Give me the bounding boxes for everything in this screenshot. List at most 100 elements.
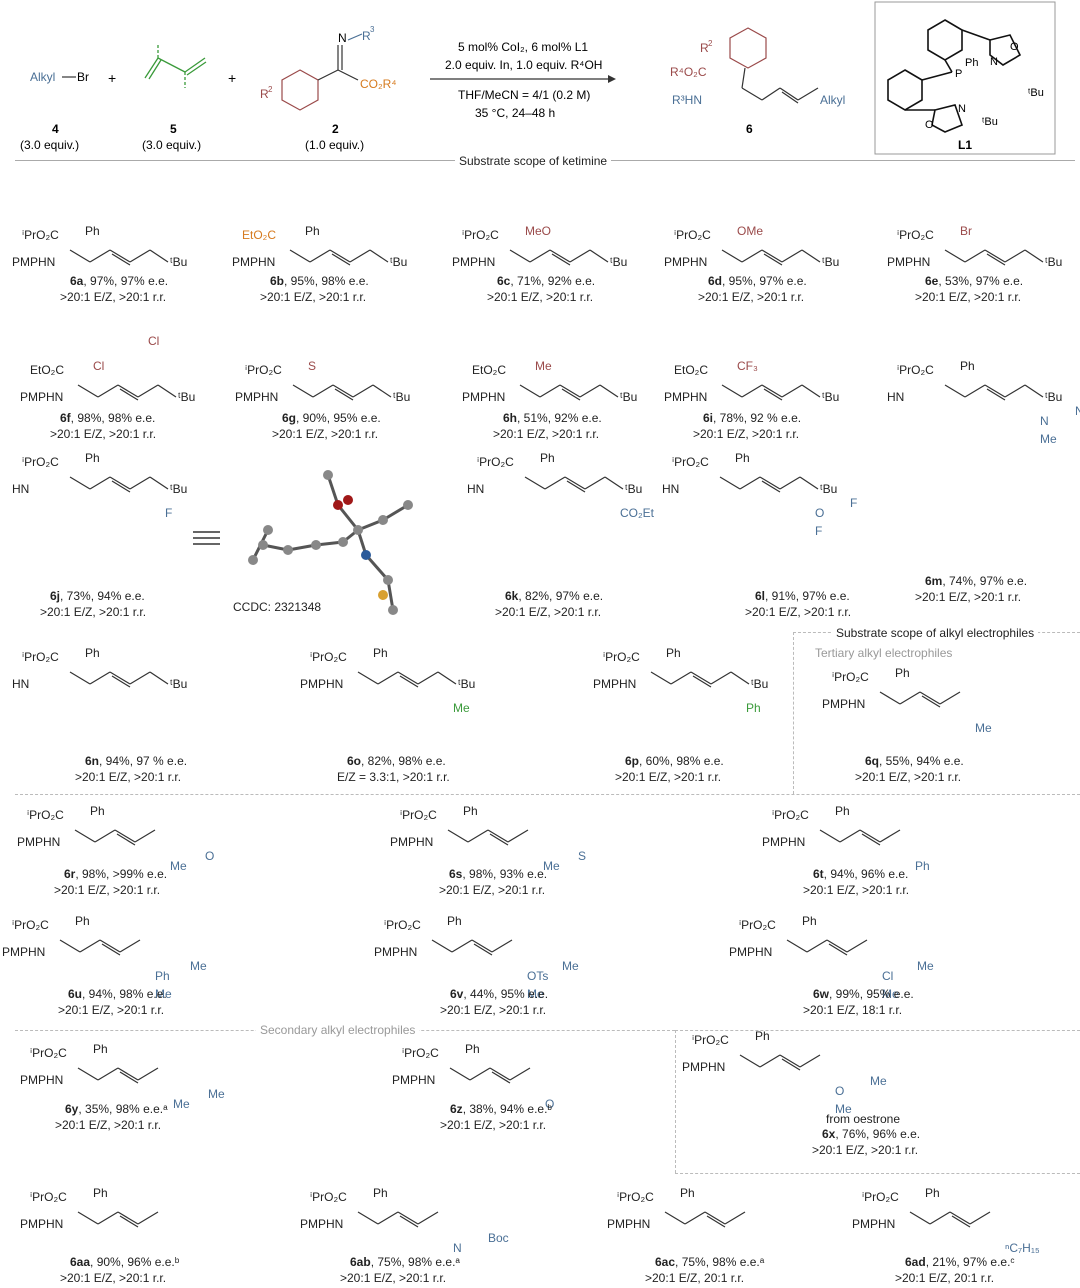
6ac-amine-label: PMPHN <box>607 1217 650 1231</box>
6v-bond <box>431 939 453 953</box>
6i-bond <box>721 384 743 398</box>
6aa-bond <box>119 1215 139 1228</box>
6n-amine-label: HN <box>12 677 29 691</box>
6k-amine-label: HN <box>467 482 484 496</box>
6i-bond <box>801 384 821 398</box>
6h-yield-ee: , 51%, 92% e.e. <box>517 411 602 425</box>
6s-bond <box>447 829 469 843</box>
6f-aryl-label: Cl <box>93 359 104 373</box>
6r-sub2-label: O <box>205 849 214 863</box>
electrophile-region-left-border <box>793 632 794 794</box>
6n-bond <box>109 671 131 685</box>
6j-bond <box>89 476 111 490</box>
6l-bond <box>739 476 761 490</box>
6a-caption-line1: 6a, 97%, 97% e.e. <box>70 274 168 288</box>
6q-sub-label: Me <box>975 721 992 735</box>
6ac-bond <box>704 1211 726 1225</box>
6u-aryl-label: Ph <box>75 914 90 928</box>
6g-compound-id: 6g <box>282 411 296 425</box>
6i-bond <box>741 384 763 398</box>
6o-bond <box>357 671 379 685</box>
6o-bond <box>399 675 419 688</box>
6z-yield-ee: , 38%, 94% e.e.ᵇ <box>463 1102 553 1116</box>
6k-bond <box>564 476 586 490</box>
6w-sub3-label: Me <box>882 987 899 1001</box>
6g-bond <box>352 384 374 398</box>
6h-caption-line2: >20:1 E/Z, >20:1 r.r. <box>493 427 599 441</box>
6i-caption-line1: 6i, 78%, 92 % e.e. <box>703 411 801 425</box>
6j-tail-label: ᵗBu <box>170 482 187 496</box>
6g-caption-line2: >20:1 E/Z, >20:1 r.r. <box>272 427 378 441</box>
ligand-n2-label: N <box>958 103 966 115</box>
6h-caption-line1: 6h, 51%, 92% e.e. <box>503 411 602 425</box>
ketimine-n-label: N <box>338 31 347 45</box>
6k-sub-label: CO₂Et <box>620 506 655 520</box>
6n-ester-label: ⁱPrO₂C <box>22 650 59 664</box>
6l-sub2-label: F <box>850 496 857 510</box>
6f-bond <box>97 384 119 398</box>
6c-tail-label: ᵗBu <box>610 255 627 269</box>
6h-compound-id: 6h <box>503 411 517 425</box>
6ab-aryl-label: Ph <box>373 1186 388 1200</box>
6v-bond <box>491 939 513 953</box>
6b-compound-id: 6b <box>270 274 284 288</box>
6ac-bond <box>706 1215 726 1228</box>
6m-bond <box>1004 384 1026 398</box>
6m-bond <box>986 388 1006 401</box>
6o-bond <box>377 671 399 685</box>
reagent-5-number: 5 <box>170 122 177 136</box>
6a-yield-ee: , 97%, 97% e.e. <box>83 274 168 288</box>
6d-bond <box>781 249 803 263</box>
6s-compound-id: 6s <box>449 867 463 881</box>
6i-ester-label: EtO₂C <box>674 363 708 377</box>
6l-bond <box>779 476 801 490</box>
6t-bond <box>839 829 861 843</box>
6ac-yield-ee: , 75%, 98% e.e.ᵃ <box>675 1255 765 1269</box>
ketimine-r3-sup: 3 <box>370 25 375 34</box>
6k-tail-label: ᵗBu <box>625 482 642 496</box>
6y-caption-line1: 6y, 35%, 98% e.e.ᵃ <box>65 1102 168 1116</box>
6l-caption-line1: 6l, 91%, 97% e.e. <box>755 589 850 603</box>
6aa-bond <box>117 1211 139 1225</box>
6u-bond <box>99 939 121 953</box>
6t-bond <box>879 829 901 843</box>
6i-bond <box>763 388 783 401</box>
6v-bond <box>473 943 493 956</box>
6m-tail-label: ᵗBu <box>1045 390 1062 404</box>
6o-caption-line1: 6o, 82%, 98% e.e. <box>347 754 446 768</box>
ligand-box <box>874 1 1056 155</box>
6x-yield-ee: , 76%, 96% e.e. <box>835 1127 920 1141</box>
6r-sub-label: Me <box>170 859 187 873</box>
6l-bond <box>799 476 819 490</box>
6w-bond <box>786 939 808 953</box>
6k-bond <box>584 476 606 490</box>
6m-bond <box>984 384 1006 398</box>
6u-sub3-label: Me <box>155 987 172 1001</box>
product-r2-label: R <box>700 41 709 55</box>
6j-ester-label: ⁱPrO₂C <box>22 455 59 469</box>
diene-structure <box>144 45 207 88</box>
6u-bond <box>79 939 101 953</box>
6a-ester-label: ⁱPrO₂C <box>22 228 59 242</box>
6d-bond <box>763 253 783 266</box>
6j-bond <box>111 480 131 493</box>
6p-bond <box>670 671 692 685</box>
6k-ester-label: ⁱPrO₂C <box>477 455 514 469</box>
6ab-ester-label: ⁱPrO₂C <box>310 1190 347 1204</box>
reagent-4-number: 4 <box>52 122 59 136</box>
6h-bond <box>559 384 581 398</box>
6g-bond <box>292 384 314 398</box>
6j-yield-ee: , 73%, 94% e.e. <box>60 589 145 603</box>
6w-sub-label: Cl <box>882 969 893 983</box>
6aa-caption-line1: 6aa, 90%, 96% e.e.ᵇ <box>70 1255 180 1269</box>
6aa-compound-id: 6aa <box>70 1255 90 1269</box>
6x-bond <box>739 1054 761 1068</box>
6n-caption-line1: 6n, 94%, 97 % e.e. <box>85 754 187 768</box>
6q-bond <box>939 691 961 705</box>
6u-ester-label: ⁱPrO₂C <box>12 918 49 932</box>
6r-amine-label: PMPHN <box>17 835 60 849</box>
6c-bond <box>551 253 571 266</box>
6h-bond <box>579 384 601 398</box>
6h-bond <box>519 384 541 398</box>
6w-bond <box>828 943 848 956</box>
